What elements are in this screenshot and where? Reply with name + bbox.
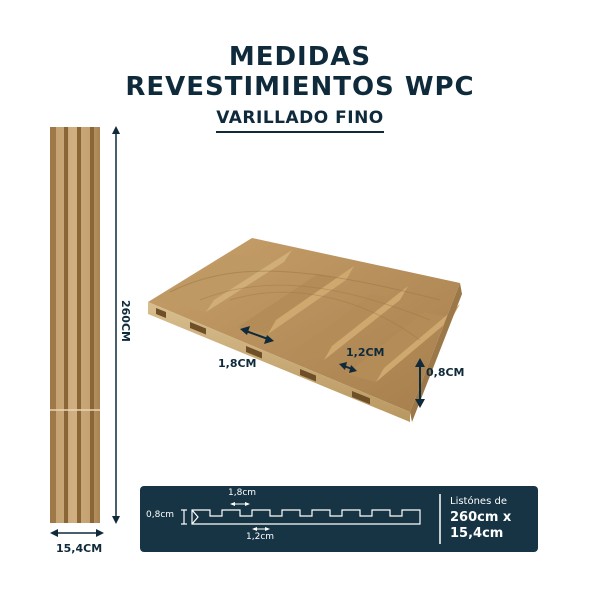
groove-width-arrow <box>240 326 274 344</box>
rib-width-arrow <box>339 362 357 373</box>
panel-piece <box>148 238 462 422</box>
width-arrow <box>50 529 104 537</box>
info-size-1: 260cm x <box>450 510 512 525</box>
width-label: 15,4CM <box>56 542 103 555</box>
profile-banner: 1,8cm 0,8cm 1,2cm Listónes de 260cm x 15… <box>140 486 538 552</box>
groove-width-label: 1,8CM <box>218 357 257 370</box>
banner-groove-label: 1,8cm <box>228 488 257 498</box>
subtitle: VARILLADO FINO <box>216 108 384 128</box>
thickness-label: 0,8CM <box>426 366 465 379</box>
title-line-1: MEDIDAS <box>228 42 372 72</box>
thickness-arrow <box>415 358 425 408</box>
vertical-panel <box>50 127 100 523</box>
subtitle-underline <box>216 131 384 133</box>
profile-diagram <box>181 494 441 544</box>
banner-rib-label: 1,2cm <box>246 532 275 542</box>
height-label: 260CM <box>119 300 132 342</box>
banner-thickness-label: 0,8cm <box>146 510 175 520</box>
title-line-2: REVESTIMIENTOS WPC <box>125 72 475 102</box>
info-title: Listónes de <box>450 496 507 507</box>
rib-width-label: 1,2CM <box>346 346 385 359</box>
height-arrow <box>112 126 120 524</box>
info-size-2: 15,4cm <box>450 526 504 541</box>
